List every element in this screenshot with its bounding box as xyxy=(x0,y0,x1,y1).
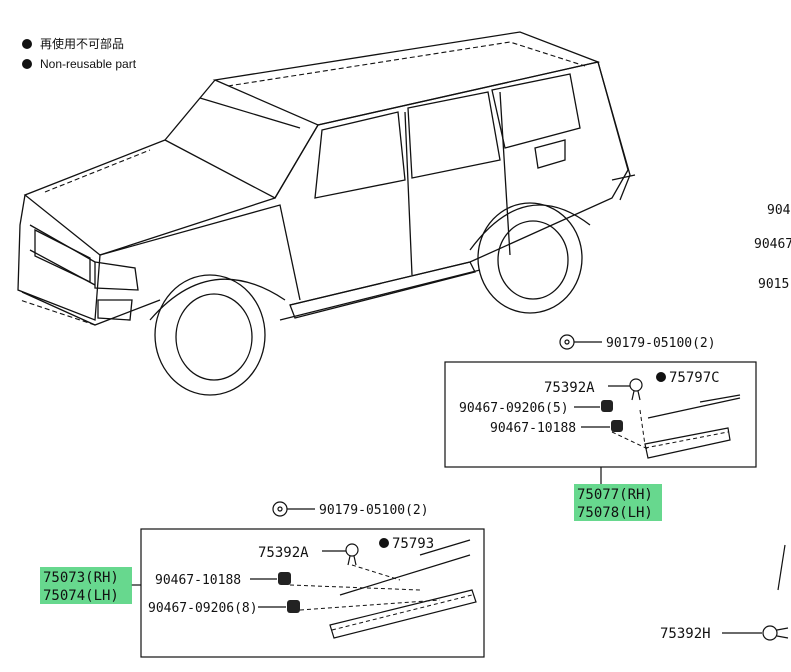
edge-label-2: 90467 xyxy=(754,237,791,252)
lower-part-group: 90179-05100(2) 75392A 75793 90467-10188 … xyxy=(40,501,485,658)
bottom-right-part: 75392H xyxy=(660,544,789,642)
lower-clip-label: 90179-05100(2) xyxy=(319,503,429,518)
upper-part-group: 90179-05100(2) 75392A 75797C 90467-09206… xyxy=(444,334,757,521)
upper-nut1-label: 90467-09206(5) xyxy=(459,401,569,416)
lower-part-lh: 75074(LH) xyxy=(43,588,119,604)
lower-retainer-label: 75392A xyxy=(258,545,309,561)
edge-label-1: 9046 xyxy=(767,203,791,218)
lower-moulding-part xyxy=(329,589,477,639)
bottom-right-label: 75392H xyxy=(660,626,711,642)
retainer-icon xyxy=(762,625,789,641)
vehicle-illustration xyxy=(17,31,636,396)
nut-icon xyxy=(278,572,291,585)
upper-part-lh: 75078(LH) xyxy=(577,505,653,521)
upper-moulding-label: 75797C xyxy=(669,370,720,386)
lower-group-box xyxy=(140,528,485,658)
bullet-dot-icon xyxy=(656,372,666,382)
upper-part-highlight xyxy=(574,484,662,521)
lower-part-highlight xyxy=(40,567,132,604)
bullet-dot-icon xyxy=(22,39,32,49)
bullet-dot-icon xyxy=(379,538,389,548)
nut-icon xyxy=(611,420,623,432)
upper-clip-label: 90179-05100(2) xyxy=(606,336,716,351)
legend-jp-text: 再使用不可部品 xyxy=(40,36,124,51)
lower-nut1-label: 90467-10188 xyxy=(155,573,241,588)
retainer-icon xyxy=(629,378,643,401)
lower-part-rh: 75073(RH) xyxy=(43,570,119,586)
upper-part-rh: 75077(RH) xyxy=(577,487,653,503)
nut-icon xyxy=(287,600,300,613)
lower-moulding-label: 75793 xyxy=(392,536,434,552)
upper-nut2-label: 90467-10188 xyxy=(490,421,576,436)
retainer-icon xyxy=(345,543,359,566)
clip-icon xyxy=(559,334,575,350)
legend: 再使用不可部品 Non-reusable part xyxy=(22,36,137,71)
clip-icon xyxy=(272,501,288,517)
lower-nut2-label: 90467-09206(8) xyxy=(148,601,258,616)
upper-retainer-label: 75392A xyxy=(544,380,595,396)
edge-label-3: 9015 xyxy=(758,277,789,292)
upper-moulding-part xyxy=(644,427,731,459)
nut-icon xyxy=(601,400,613,412)
bullet-dot-icon xyxy=(22,59,32,69)
legend-en-text: Non-reusable part xyxy=(40,57,137,71)
